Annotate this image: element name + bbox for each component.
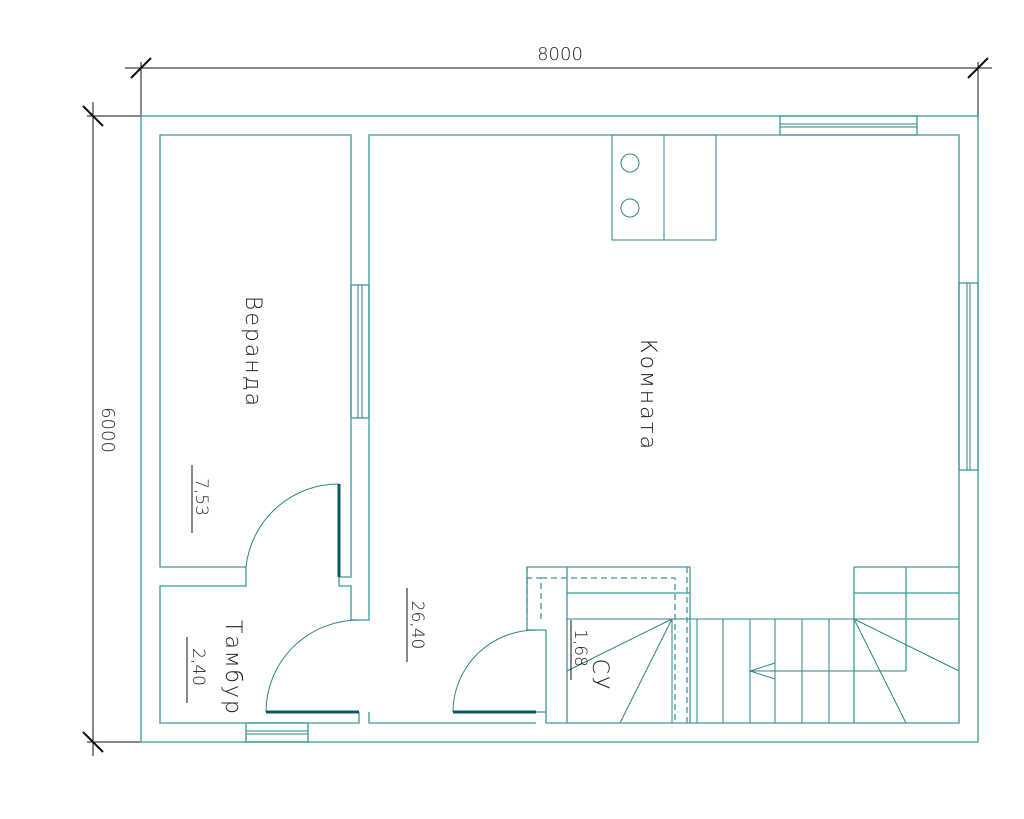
- width-dimension-label: 8000: [537, 44, 583, 65]
- door-swing-bathroom: [452, 629, 537, 713]
- window-veranda: [350, 284, 370, 419]
- walls: [140, 115, 979, 743]
- room-name-room: Комната: [635, 339, 660, 451]
- dimension-height: 6000: [82, 102, 141, 756]
- windows: [245, 115, 979, 743]
- window-bottom: [245, 722, 309, 743]
- room-name-veranda: Веранда: [240, 296, 265, 408]
- dimension-width: 8000: [125, 44, 992, 116]
- door-swing-entrance: [265, 619, 360, 713]
- staircase: [566, 566, 960, 724]
- stove: [611, 134, 717, 241]
- room-name-tambour: Тамбур: [220, 620, 245, 716]
- room-area-room: 26,40: [407, 601, 427, 650]
- room-labels: Веранда 7,53 Комната 26,40 Тамбур 2,40 С…: [186, 296, 660, 716]
- burner-icon: [620, 198, 640, 218]
- room-name-bathroom: СУ: [587, 659, 612, 692]
- burner-icon: [620, 153, 640, 173]
- height-dimension-label: 6000: [97, 407, 118, 453]
- arrow-head-icon: [748, 662, 776, 680]
- window-right: [958, 282, 979, 471]
- room-area-veranda: 7,53: [191, 478, 211, 516]
- room-area-tambour: 2,40: [188, 648, 208, 686]
- window-top: [779, 115, 918, 136]
- room-area-bathroom: 1,68: [570, 629, 590, 667]
- door-swing-veranda: [245, 483, 340, 568]
- doors: [245, 483, 537, 714]
